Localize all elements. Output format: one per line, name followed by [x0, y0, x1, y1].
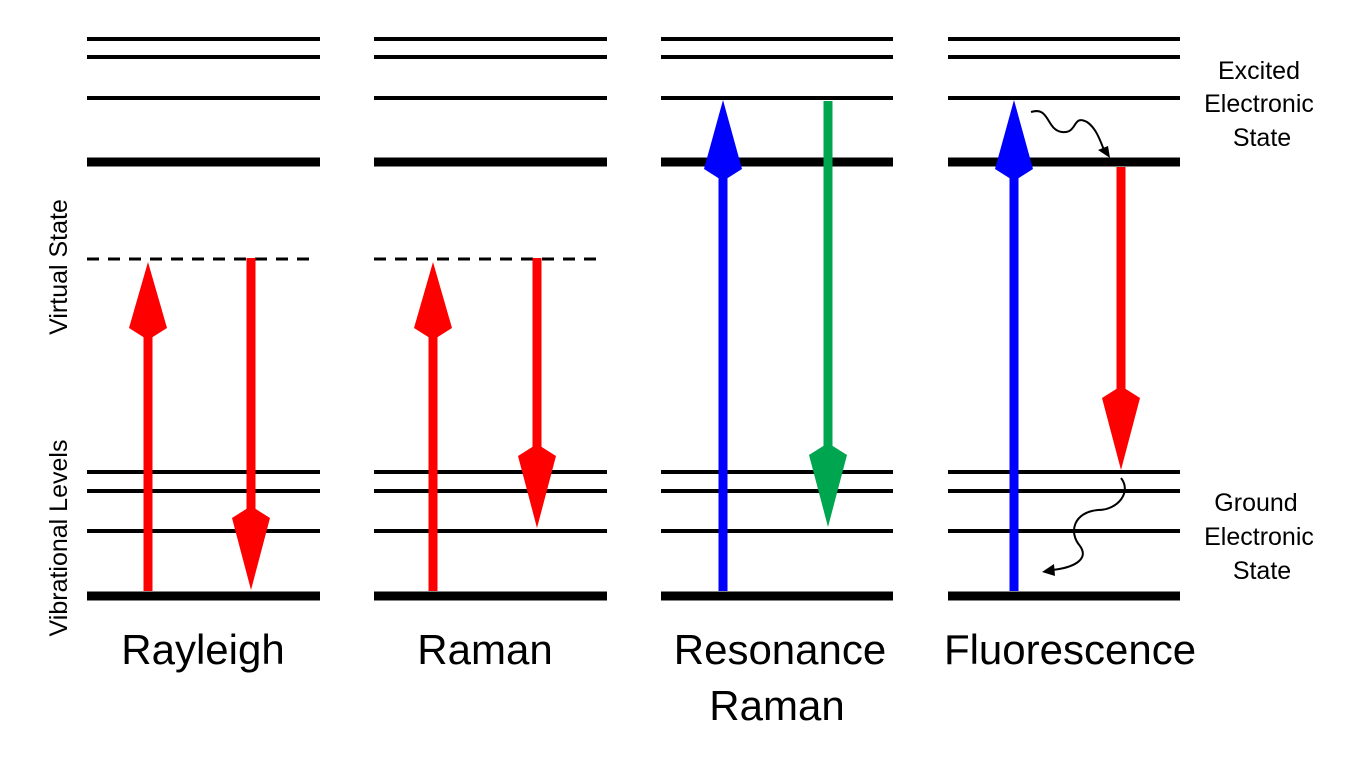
emission-arrow-fluorescence: [1102, 167, 1140, 470]
svg-text:Electronic: Electronic: [1204, 523, 1314, 551]
svg-text:State: State: [1233, 124, 1291, 152]
excited-state-label: Excited Electronic State: [1204, 57, 1314, 152]
relaxation-squiggle-excited: [1030, 110, 1110, 158]
emission-arrow-resonance-raman: [809, 101, 847, 527]
svg-text:Ground: Ground: [1214, 489, 1297, 517]
relaxation-squiggle-ground: [1042, 477, 1126, 576]
svg-text:Excited: Excited: [1218, 57, 1300, 85]
excitation-arrow-fluorescence: [995, 100, 1033, 591]
excitation-arrow-resonance-raman: [704, 100, 742, 591]
panel-title-resonance-raman: Resonance Raman: [674, 626, 886, 729]
virtual-state-label: Virtual State: [45, 199, 73, 335]
panel-title-raman: Raman: [417, 626, 552, 673]
emission-arrow-rayleigh: [232, 258, 270, 590]
excitation-arrow-raman: [414, 262, 452, 591]
panel-title-fluorescence: Fluorescence: [944, 626, 1196, 673]
svg-text:Raman: Raman: [709, 682, 844, 729]
svg-text:Electronic: Electronic: [1204, 90, 1314, 118]
svg-text:State: State: [1233, 557, 1291, 585]
ground-state-label: Ground Electronic State: [1204, 489, 1314, 585]
vibrational-levels-label: Vibrational Levels: [45, 440, 73, 637]
svg-text:Resonance: Resonance: [674, 626, 886, 673]
emission-arrow-raman: [518, 258, 556, 528]
panel-title-rayleigh: Rayleigh: [121, 626, 284, 673]
excitation-arrow-rayleigh: [129, 262, 167, 591]
